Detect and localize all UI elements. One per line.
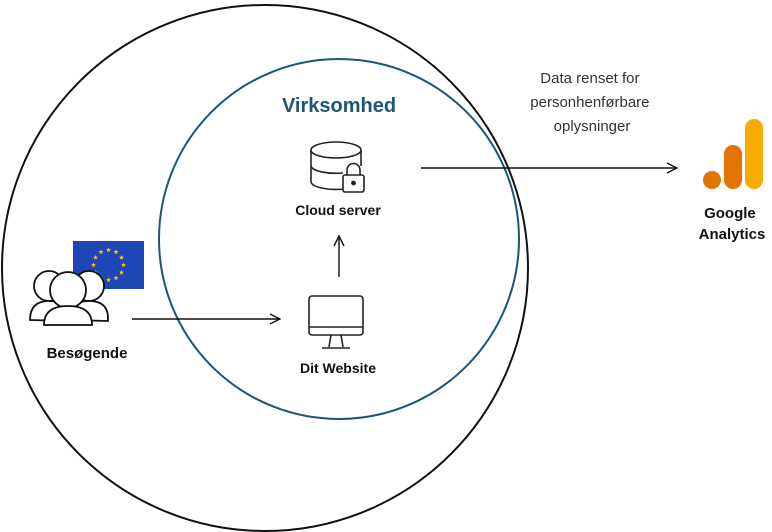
users-group-icon [29,270,109,326]
analytics-label-line-2: Analytics [699,226,766,243]
eu-star [91,262,96,268]
analytics-label-line-1: Google [704,205,756,222]
visitors-label: Besøgende [47,345,128,362]
eu-star [119,269,124,275]
eu-star [106,247,111,253]
cloud-server-label: Cloud server [295,202,381,218]
analytics-label: Google Analytics [699,205,766,243]
eu-star [113,275,119,281]
arrow-note: Data renset for personhenførbare oplysni… [530,70,653,135]
google-analytics-logo [703,119,763,189]
company-title: Virksomhed [282,95,396,117]
inner-circle [158,58,520,420]
eu-star [93,254,98,260]
arrow-note-line-3: oplysninger [554,118,631,135]
outer-circle [1,4,529,532]
arrow-note-line-1: Data renset for [540,70,639,87]
eu-star [113,249,119,255]
desktop-monitor-icon [308,295,364,349]
eu-star [121,262,126,268]
arrow-note-line-2: personhenførbare [530,94,649,111]
website-label: Dit Website [300,360,376,376]
eu-star [119,254,124,260]
eu-star [98,249,104,255]
database-lock-icon [310,141,365,193]
eu-star [106,277,111,283]
